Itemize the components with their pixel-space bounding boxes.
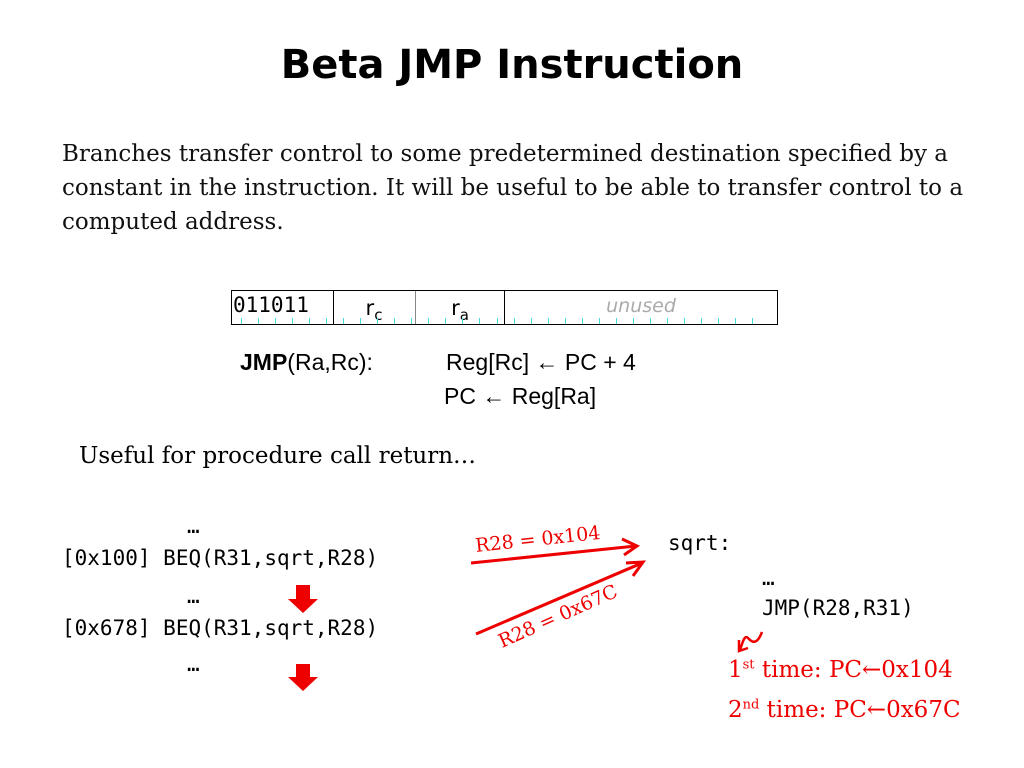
bit-tick: [632, 318, 634, 324]
rc-field: rc: [333, 291, 416, 324]
bit-tick: [292, 318, 294, 324]
bit-tick: [683, 318, 685, 324]
code-line-2: [0x678] BEQ(R31,sqrt,R28): [62, 616, 378, 640]
jmp-instruction: JMP(R28,R31): [762, 596, 914, 620]
unused-field: unused: [606, 295, 676, 317]
intro-paragraph: Branches transfer control to some predet…: [62, 141, 964, 235]
bit-tick: [564, 318, 566, 324]
code-dots: …: [187, 584, 200, 608]
first-time-note: 1st time: PC←0x104: [728, 657, 953, 683]
note-text: time: PC←0x67C: [759, 697, 961, 723]
bit-tick: [666, 318, 668, 324]
semantics-line-2: PC ← Reg[Ra]: [444, 383, 597, 409]
jmp-args: (Ra,Rc):: [287, 349, 373, 375]
bit-tick: [445, 318, 447, 324]
ordinal: 1: [728, 657, 743, 683]
bit-tick: [700, 318, 702, 324]
bit-tick: [343, 318, 345, 324]
address: [0x678]: [62, 616, 151, 640]
bit-tick: [734, 318, 736, 324]
bit-tick: [717, 318, 719, 324]
bit-tick: [530, 318, 532, 324]
bit-tick: [649, 318, 651, 324]
instruction-encoding: 011011 rc ra unused: [231, 290, 778, 325]
jmp-name: JMP: [240, 349, 288, 375]
bit-tick: [275, 318, 277, 324]
bit-tick: [377, 318, 379, 324]
instruction: BEQ(R31,sqrt,R28): [163, 546, 379, 570]
arrow-to-sqrt-2: [475, 560, 647, 636]
down-arrow-icon: [288, 585, 318, 613]
bit-tick: [513, 318, 515, 324]
ordinal-suffix: nd: [742, 697, 760, 713]
bit-tick: [615, 318, 617, 324]
code-line-1: [0x100] BEQ(R31,sqrt,R28): [62, 546, 378, 570]
arrow-to-sqrt-1: [470, 537, 641, 565]
ordinal: 2: [728, 697, 743, 723]
bit-tick: [428, 318, 430, 324]
code-dots: …: [187, 652, 200, 676]
slide-title: Beta JMP Instruction: [280, 42, 744, 88]
code-dots: …: [762, 566, 775, 590]
ordinal-suffix: st: [742, 657, 755, 673]
bit-tick: [751, 318, 753, 324]
ra-subscript: a: [459, 306, 469, 325]
code-dots: …: [187, 514, 200, 538]
note-text: time: PC←0x104: [754, 657, 953, 683]
bit-tick: [581, 318, 583, 324]
ra-field: ra: [416, 291, 505, 324]
rc-subscript: c: [374, 306, 383, 325]
bit-tick: [326, 318, 328, 324]
bit-tick: [411, 318, 413, 324]
bit-tick: [496, 318, 498, 324]
bit-tick: [360, 318, 362, 324]
bit-tick: [394, 318, 396, 324]
bit-tick: [258, 318, 260, 324]
bit-tick: [241, 318, 243, 324]
down-arrow-icon: [288, 664, 318, 691]
opcode-field: 011011: [232, 291, 334, 324]
bit-tick: [547, 318, 549, 324]
semantics-line-1: Reg[Rc] ← PC + 4: [446, 349, 636, 375]
second-time-note: 2nd time: PC←0x67C: [728, 697, 961, 723]
instruction: BEQ(R31,sqrt,R28): [163, 616, 379, 640]
bit-tick: [462, 318, 464, 324]
address: [0x100]: [62, 546, 151, 570]
ra-label: r: [451, 296, 460, 320]
useful-text: Useful for procedure call return…: [79, 443, 477, 469]
sqrt-label: sqrt:: [668, 531, 732, 555]
bit-tick: [598, 318, 600, 324]
rc-label: r: [365, 296, 375, 320]
bit-tick: [479, 318, 481, 324]
jmp-syntax: JMP(Ra,Rc):: [240, 349, 373, 376]
bit-tick: [309, 318, 311, 324]
squiggle-arrow: [737, 631, 764, 653]
